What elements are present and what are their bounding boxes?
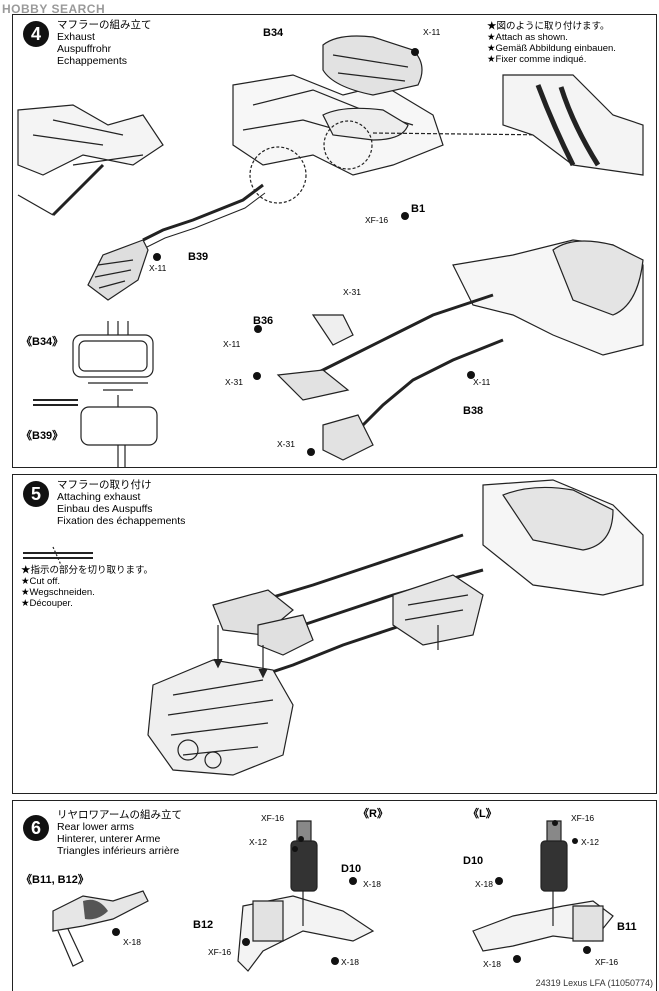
- part-label-b36: B36: [253, 315, 274, 327]
- screw-label-x18: X-18: [341, 957, 359, 967]
- note-en: ★Cut off.: [21, 576, 60, 587]
- part-ref-b39: 《B39》: [21, 430, 64, 442]
- screw-label-x18: X-18: [123, 937, 141, 947]
- title-en: Rear lower arms: [57, 821, 135, 833]
- screw-label-xf16: XF-16: [261, 813, 285, 823]
- step-6-titles: リヤロワアームの組み立て Rear lower arms Hinterer, u…: [57, 809, 182, 857]
- screw-label-x11: X-11: [423, 27, 441, 37]
- title-fr: Echappements: [57, 55, 128, 67]
- screw-label-x18: X-18: [475, 879, 493, 889]
- title-de: Auspuffrohr: [57, 43, 112, 55]
- part-label-b39: B39: [188, 251, 209, 263]
- title-en: Exhaust: [57, 31, 95, 43]
- screw-label-x31: X-31: [277, 439, 295, 449]
- part-label-d10: D10: [341, 863, 362, 875]
- attach-note: ★図のように取り付けます。 ★Attach as shown. ★Gemäß A…: [487, 21, 616, 65]
- step-4-panel: 4 マフラーの組み立て Exhaust Auspuffrohr Echappem…: [12, 14, 657, 468]
- screw-label-x31: X-31: [343, 287, 361, 297]
- note-de: ★Wegschneiden.: [21, 587, 95, 598]
- title-de: Einbau des Auspuffs: [57, 503, 153, 515]
- screw-label-x11: X-11: [473, 377, 491, 387]
- part-label-b38: B38: [463, 405, 484, 417]
- right-side-label: 《R》: [358, 808, 388, 820]
- step-4-titles: マフラーの組み立て Exhaust Auspuffrohr Echappemen…: [57, 19, 152, 67]
- screw-label-xf16: XF-16: [365, 215, 389, 225]
- part-ref-b34: 《B34》: [21, 336, 64, 348]
- note-fr: ★Fixer comme indiqué.: [487, 54, 587, 65]
- step-4-illustration: [17, 35, 644, 467]
- step-number-badge: 5: [23, 481, 49, 507]
- part-label-b11: B11: [617, 921, 637, 933]
- part-label-b12: B12: [193, 919, 214, 931]
- screw-label-x11: X-11: [223, 339, 241, 349]
- screw-label-xf16: XF-16: [595, 957, 619, 967]
- screw-label-x11: X-11: [149, 263, 167, 273]
- screw-label-x18: X-18: [483, 959, 501, 969]
- title-en: Attaching exhaust: [57, 491, 141, 503]
- step-5-panel: 5 マフラーの取り付け Attaching exhaust Einbau des…: [12, 474, 657, 794]
- note-de: ★Gemäß Abbildung einbauen.: [487, 43, 616, 54]
- title-jp: リヤロワアームの組み立て: [57, 809, 183, 821]
- part-label-b34: B34: [263, 27, 284, 39]
- title-fr: Triangles inférieurs arrière: [57, 845, 180, 857]
- page-footer: 24319 Lexus LFA (11050774): [535, 978, 653, 988]
- screw-label-x18: X-18: [363, 879, 381, 889]
- step-6-panel: 6 リヤロワアームの組み立て Rear lower arms Hinterer,…: [12, 800, 657, 991]
- cut-off-note: ★指示の部分を切り取ります。 ★Cut off. ★Wegschneiden. …: [21, 565, 153, 609]
- screw-label-x12: X-12: [581, 837, 599, 847]
- title-jp: マフラーの取り付け: [57, 479, 152, 491]
- screw-label-xf16: XF-16: [571, 813, 595, 823]
- note-jp: ★図のように取り付けます。: [487, 21, 610, 32]
- step-number-badge: 6: [23, 815, 49, 841]
- watermark-logo: HOBBY SEARCH: [2, 2, 106, 16]
- screw-label-x31: X-31: [225, 377, 243, 387]
- screw-label-x12: X-12: [249, 837, 267, 847]
- note-jp: ★指示の部分を切り取ります。: [21, 565, 154, 576]
- title-de: Hinterer, unterer Arme: [57, 833, 161, 845]
- title-jp: マフラーの組み立て: [57, 19, 152, 31]
- title-fr: Fixation des échappements: [57, 515, 186, 527]
- part-label-b1: B1: [411, 203, 426, 215]
- step-6-illustration: [52, 820, 614, 972]
- step-5-titles: マフラーの取り付け Attaching exhaust Einbau des A…: [57, 479, 185, 527]
- step-number-badge: 4: [23, 21, 49, 47]
- screw-label-xf16: XF-16: [208, 947, 232, 957]
- part-ref-b11-b12: 《B11, B12》: [21, 874, 89, 886]
- note-fr: ★Découper.: [21, 598, 73, 609]
- note-en: ★Attach as shown.: [487, 32, 568, 43]
- step-5-illustration: [23, 479, 644, 776]
- left-side-label: 《L》: [468, 808, 497, 820]
- part-label-d10: D10: [463, 855, 484, 867]
